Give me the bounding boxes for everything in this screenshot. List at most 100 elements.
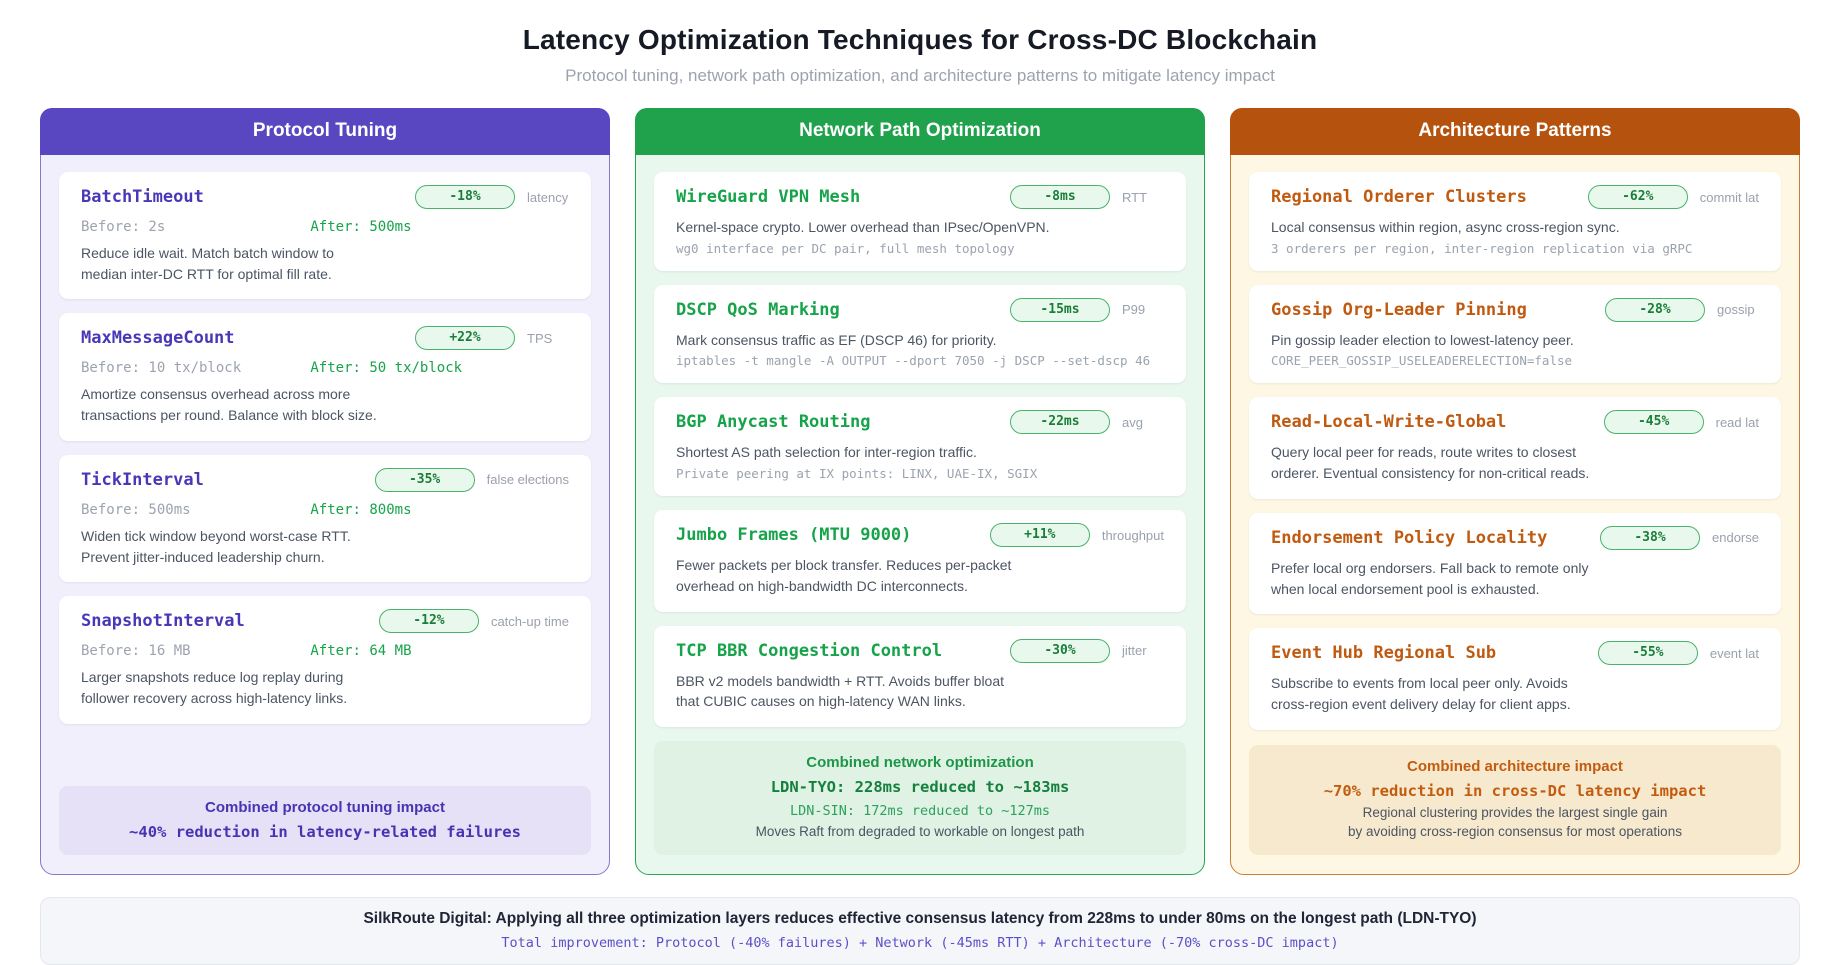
impact-badge: -8ms: [1010, 185, 1110, 209]
card-title: MaxMessageCount: [81, 328, 235, 349]
after-value: After: 64 MB: [310, 643, 412, 660]
summary-note-mono: LDN-SIN: 172ms reduced to ~127ms: [789, 803, 1051, 820]
impact-badge: -62%: [1587, 185, 1688, 209]
card-title: Endorsement Policy Locality: [1271, 527, 1548, 548]
page-subtitle: Protocol tuning, network path optimizati…: [565, 66, 1275, 85]
impact-badge: -15ms: [1010, 297, 1110, 322]
column-header: Protocol Tuning: [40, 108, 610, 155]
metric-label: jitter: [1122, 643, 1147, 659]
card-description: Prefer local org endorsers. Fall back to…: [1271, 559, 1589, 597]
footer-total-improvement-line: Total improvement: Protocol (-40% failur…: [501, 935, 1339, 952]
card-description: Local consensus within region, async cro…: [1271, 219, 1620, 235]
summary-box: Combined architecture impact~70% reducti…: [1249, 744, 1781, 856]
metric-label: false elections: [486, 472, 569, 488]
before-value: Before: 500ms: [81, 501, 191, 518]
card-top-row: MaxMessageCount+22%TPS: [81, 326, 569, 351]
card-top-row: Event Hub Regional Sub-55%event lat: [1271, 641, 1759, 666]
page-title: Latency Optimization Techniques for Cros…: [522, 24, 1318, 55]
impact-badge: -35%: [374, 467, 475, 492]
impact-badge: -22ms: [1010, 410, 1110, 435]
card-title: TCP BBR Congestion Control: [676, 640, 943, 661]
summary-note: Regional clustering provides the largest…: [1348, 804, 1682, 840]
card-description: Pin gossip leader election to lowest-lat…: [1271, 331, 1574, 348]
impact-badge: -18%: [415, 185, 515, 209]
card-top-row: Gossip Org-Leader Pinning-28%gossip: [1271, 297, 1759, 322]
metric-label: read lat: [1715, 414, 1759, 430]
after-value: After: 50 tx/block: [310, 360, 463, 377]
after-value: After: 800ms: [310, 501, 412, 518]
card-code: CORE_PEER_GOSSIP_USELEADERELECTION=false: [1271, 353, 1573, 369]
card-title: Read-Local-Write-Global: [1271, 412, 1507, 433]
impact-badge: +11%: [989, 523, 1090, 548]
card-description: Mark consensus traffic as EF (DSCP 46) f…: [676, 331, 997, 348]
card-top-row: Jumbo Frames (MTU 9000) +11% throughput: [676, 523, 1164, 548]
metric-label: avg: [1122, 414, 1143, 430]
metric-label: commit lat: [1699, 189, 1759, 205]
card-title: BatchTimeout: [81, 187, 204, 207]
summary-title: Combined protocol tuning impact: [205, 799, 445, 817]
footer-note: SilkRoute Digital: Applying all three op…: [40, 897, 1800, 965]
card-top-row: Regional Orderer Clusters-62%commit lat: [1271, 185, 1759, 209]
impact-badge: -12%: [378, 609, 479, 634]
metric-label: throughput: [1101, 527, 1164, 543]
summary-highlight: LDN-TYO: 228ms reduced to ~183ms: [770, 778, 1070, 797]
before-after-row: Before: 2s After: 500ms: [81, 219, 569, 235]
summary-note: Moves Raft from degraded to workable on …: [755, 824, 1085, 840]
before-after-row: Before: 16 MB After: 64 MB: [81, 643, 569, 659]
card-top-row: Endorsement Policy Locality-38%endorse: [1271, 525, 1759, 550]
metric-label: RTT: [1122, 189, 1148, 205]
metric-label: gossip: [1717, 302, 1755, 318]
impact-badge: -55%: [1597, 641, 1698, 666]
card-top-row: TickInterval -35% false elections: [81, 467, 569, 492]
card-title: Gossip Org-Leader Pinning: [1271, 299, 1527, 320]
before-value: Before: 10 tx/block: [81, 360, 242, 377]
card-title: SnapshotInterval: [81, 611, 245, 632]
card-title: WireGuard VPN Mesh: [676, 187, 861, 207]
card: WireGuard VPN Mesh -8ms RTT Kernel-space cr…: [654, 172, 1186, 271]
metric-label: catch-up time: [490, 613, 569, 629]
impact-badge: +22%: [415, 326, 515, 351]
metric-label: P99: [1122, 302, 1146, 318]
card-code: 3 orderers per region, inter-region repl…: [1271, 240, 1693, 256]
card-description: Query local peer for reads, route writes…: [1271, 444, 1590, 482]
summary-title: Combined network optimization: [806, 754, 1034, 772]
card-description: Fewer packets per block transfer. Reduce…: [676, 557, 1012, 594]
before-value: Before: 16 MB: [81, 643, 191, 660]
card-description: Shortest AS path selection for inter-reg…: [676, 444, 977, 461]
card-top-row: WireGuard VPN Mesh -8ms RTT: [676, 185, 1164, 209]
impact-badge: -38%: [1600, 525, 1701, 550]
summary-highlight: ~40% reduction in latency-related failur…: [129, 823, 521, 842]
metric-label: event lat: [1709, 645, 1759, 661]
card-description: Widen tick window beyond worst-case RTT.…: [81, 527, 351, 565]
after-value: After: 500ms: [310, 219, 412, 235]
card-description: BBR v2 models bandwidth + RTT. Avoids bu…: [676, 672, 1005, 710]
card-code: iptables -t mangle -A OUTPUT --dport 705…: [676, 353, 1151, 369]
card-description: Kernel-space crypto. Lower overhead than…: [676, 219, 1050, 235]
card-code: wg0 interface per DC pair, full mesh top…: [676, 240, 1015, 256]
card-description: Larger snapshots reduce log replay durin…: [81, 669, 348, 707]
card-description: Subscribe to events from local peer only…: [1271, 675, 1571, 713]
card-title: TickInterval: [81, 469, 204, 490]
column-body: WireGuard VPN Mesh -8ms RTT Kernel-space cr…: [636, 155, 1204, 874]
before-value: Before: 2s: [81, 219, 166, 235]
card-title: Jumbo Frames (MTU 9000): [676, 525, 912, 546]
card-top-row: SnapshotInterval -12% catch-up time: [81, 609, 569, 634]
impact-badge: -45%: [1603, 410, 1704, 435]
